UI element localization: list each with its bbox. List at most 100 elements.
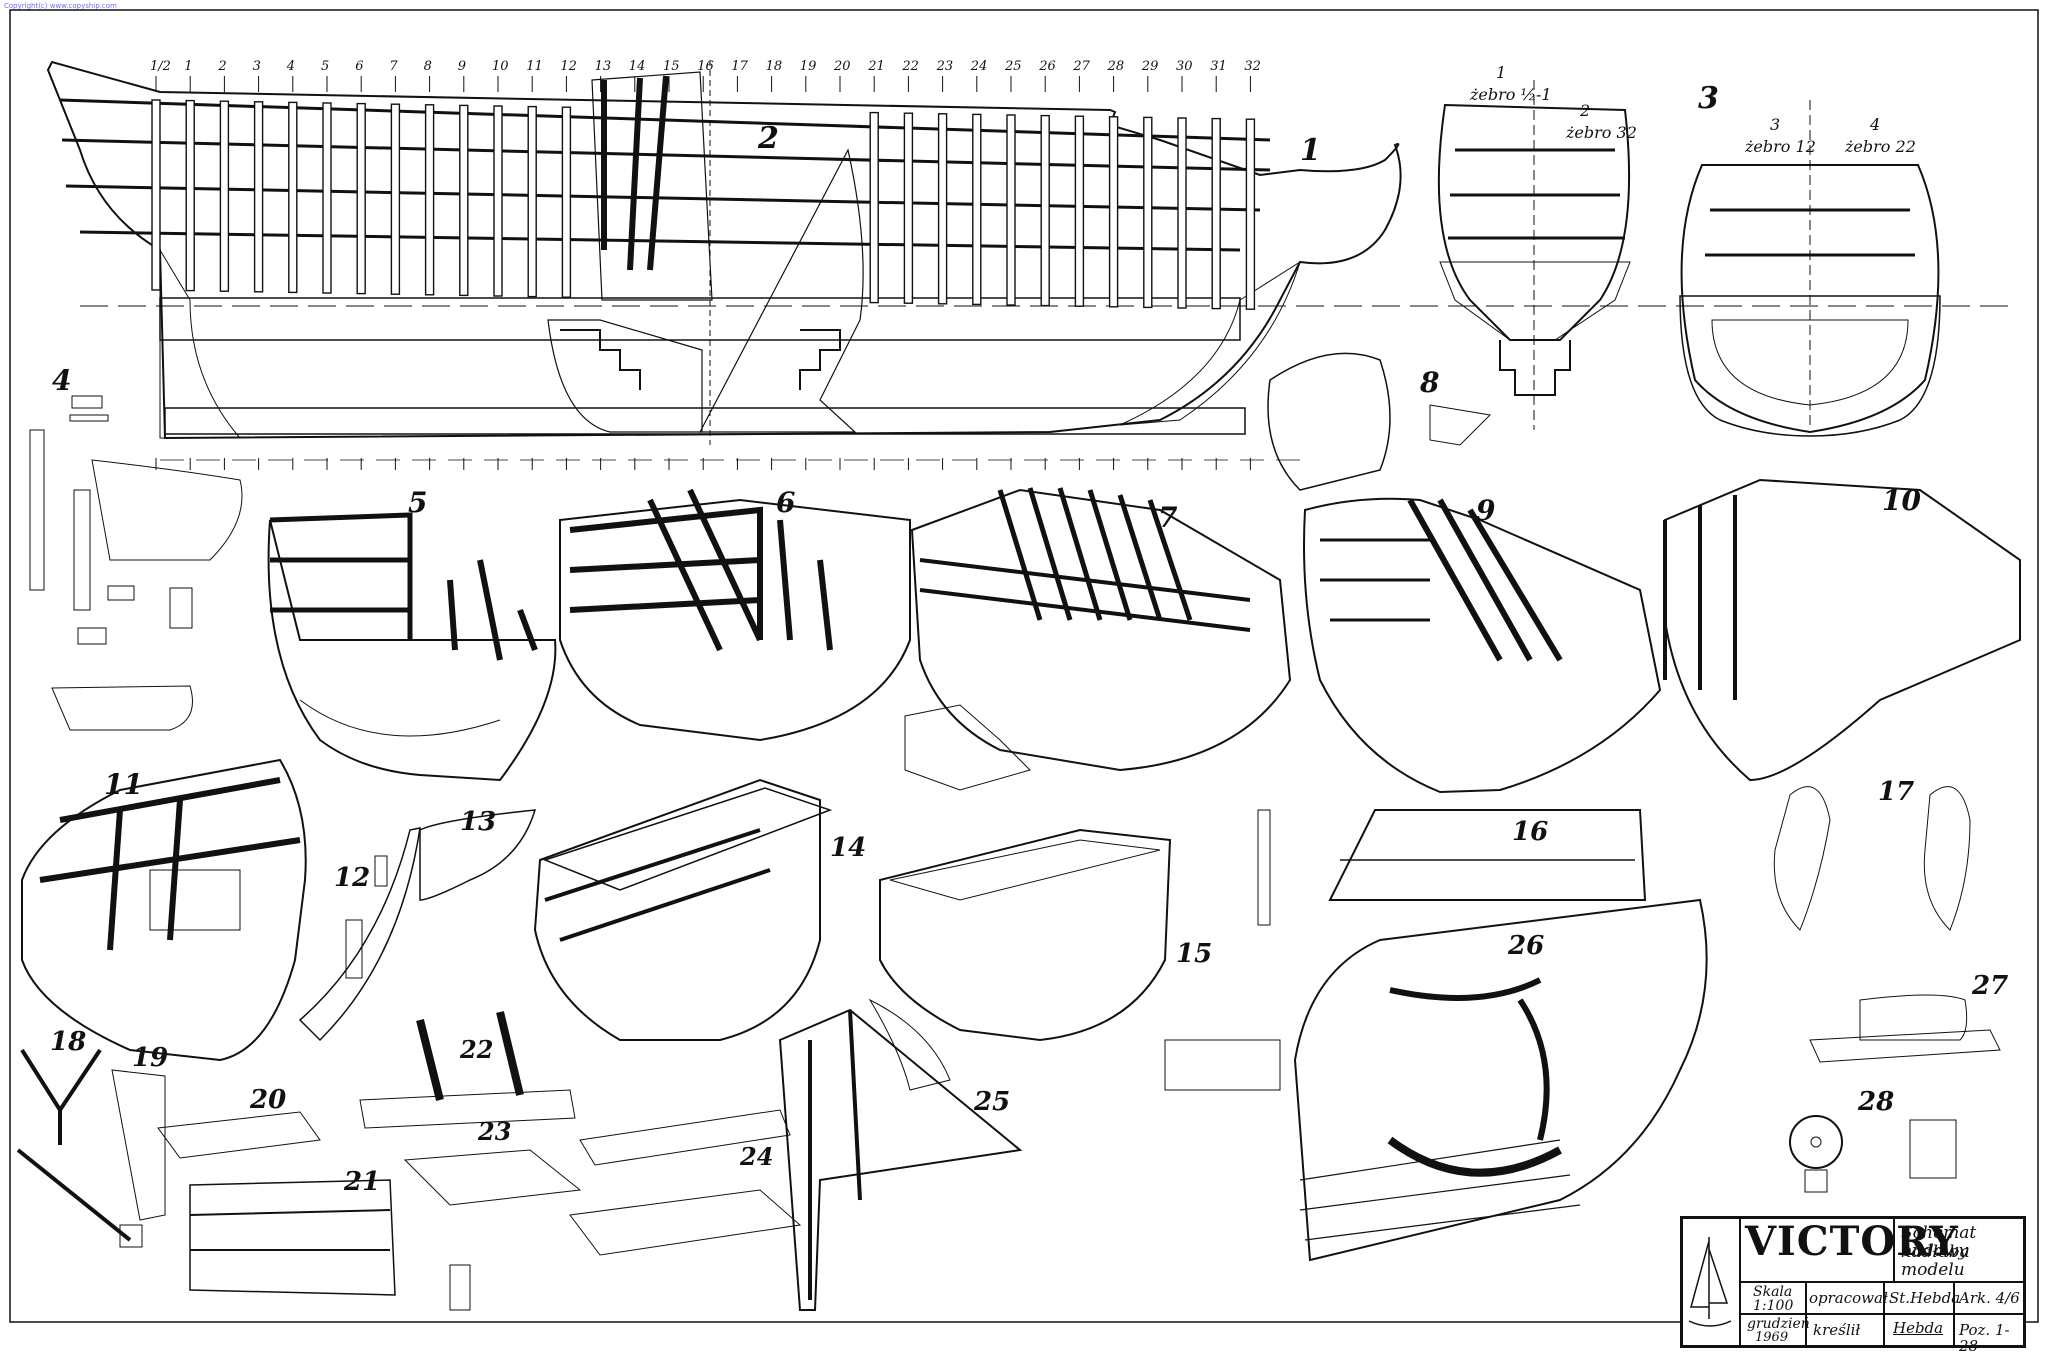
station-label: 9 [458,59,466,74]
station-label: 28 [1107,59,1125,74]
callout-15: 15 [1176,939,1212,969]
frame-upright [1143,116,1153,309]
frame-upright [322,102,332,294]
positions-range: Poz. 1-28 [1959,1321,2010,1355]
sheet-description-line-2: kadłuba modelu [1901,1242,1970,1280]
frame-upright [356,102,366,295]
figure-6-frame-assembly: 6 [559,486,911,742]
frame-upright [869,111,879,304]
frame-4-number: 4 [1869,115,1880,134]
callout-18: 18 [50,1027,86,1057]
frame-upright [937,113,948,305]
figure-19-channel: 19 [111,1043,168,1221]
frame-2-label: żebro 32 [1565,123,1637,142]
callout-1: 1 [1300,133,1321,168]
frame-upright [1108,116,1119,308]
station-label: 15 [663,59,680,74]
figure-17-figurehead: 17 [1773,777,1971,931]
station-label: 7 [389,59,398,74]
frame-upright [903,112,914,304]
figure-2-body-section: 1 żebro ½-1 2 żebro 32 [1437,63,1637,430]
callout-13: 13 [460,807,496,837]
station-label: 1 [184,59,192,74]
callout-24: 24 [739,1142,773,1171]
frame-uprights [151,99,1256,310]
station-label: 29 [1141,59,1159,74]
station-label: 32 [1244,59,1261,74]
frame-upright [151,99,161,291]
station-label: 31 [1210,59,1227,74]
callout-22: 22 [459,1035,493,1064]
figure-12-bollard: 12 [334,855,388,979]
figure-24-deck-planking: 24 [569,1109,802,1256]
callout-16: 16 [1512,817,1548,847]
station-label: 3 [253,59,261,74]
station-label: 12 [560,59,577,74]
frame-2-number: 2 [1579,101,1590,120]
station-label: 4 [286,59,295,74]
date-month: grudzień [1747,1316,1810,1332]
sheet-border [9,9,2039,1323]
station-label: 20 [833,59,851,74]
frame-upright [972,113,982,306]
station-label: 30 [1176,59,1193,74]
frame-3-number: 3 [1770,115,1780,134]
station-label: 10 [492,59,509,74]
station-label: 5 [321,59,329,74]
callout-9: 9 [1476,494,1495,527]
figure-5-stern-frame: 5 [267,486,557,782]
figure-26-cutaway: 26 [1293,898,1708,1262]
callout-19: 19 [132,1043,168,1073]
callout-23: 23 [477,1117,511,1146]
frame-upright [219,100,230,292]
copyright-text: Copyright(c) www.copyship.com [4,2,117,10]
frame-upright [1040,114,1050,307]
figure-11-stern-view: 11 [21,758,307,1062]
figure-27-boat-davit: 27 [1809,971,2008,1063]
figure-16-transom: 16 [1328,809,1647,901]
figure-13-stem: 13 [298,807,537,1042]
frame-1-label: żebro ½-1 [1469,85,1552,104]
frame-upright [253,101,264,293]
callout-5: 5 [408,486,427,519]
figure-25-head-structure: 25 [778,998,1023,1311]
frame-upright [1211,117,1221,310]
station-label: 25 [1004,59,1022,74]
frame-upright [527,105,537,298]
callout-12: 12 [334,863,370,893]
callout-11: 11 [104,768,143,801]
station-label: 17 [731,59,748,74]
prepared-label: opracował [1809,1289,1888,1307]
callout-20: 20 [249,1085,286,1115]
figure-18-knee: 18 [16,1027,143,1248]
figure-22-cleats: 22 [359,1011,576,1129]
frame-upright [493,105,503,297]
frame-upright [1177,117,1187,309]
figure-14-stern-deck: 14 [533,778,866,1041]
title-block: VICTORY Schemat budowy kadłuba modelu Sk… [1680,1216,2026,1354]
figure-28-steering-wheel: 28 [1789,1087,1957,1193]
drawn-label: kreślił [1813,1321,1861,1339]
scale-value: 1:100 [1753,1298,1794,1314]
station-label: 8 [424,59,432,74]
frame-upright [390,103,401,295]
station-label: 22 [901,59,919,74]
figure-8-bow-timbers: 8 [1267,352,1492,491]
signature: Hebda [1893,1319,1944,1337]
frame-upright [1074,115,1085,307]
prepared-by: St.Hebda [1889,1289,1961,1307]
station-label: 11 [526,59,543,74]
sheet-number: Ark. 4/6 [1959,1289,2020,1307]
frame-3-label: żebro 12 [1744,137,1816,156]
figure-9-planked-hull: 9 [1303,494,1662,794]
callout-4: 4 [52,364,71,397]
frame-upright [424,104,435,296]
figure-10-quarterdeck: 10 [1663,478,2021,782]
figure-20-grating: 20 [157,1085,321,1159]
ship-name: VICTORY [1745,1218,1959,1265]
frame-upright [561,106,572,298]
station-label: 2 [217,59,226,74]
frame-upright [1245,118,1256,310]
station-label: 19 [800,59,817,74]
